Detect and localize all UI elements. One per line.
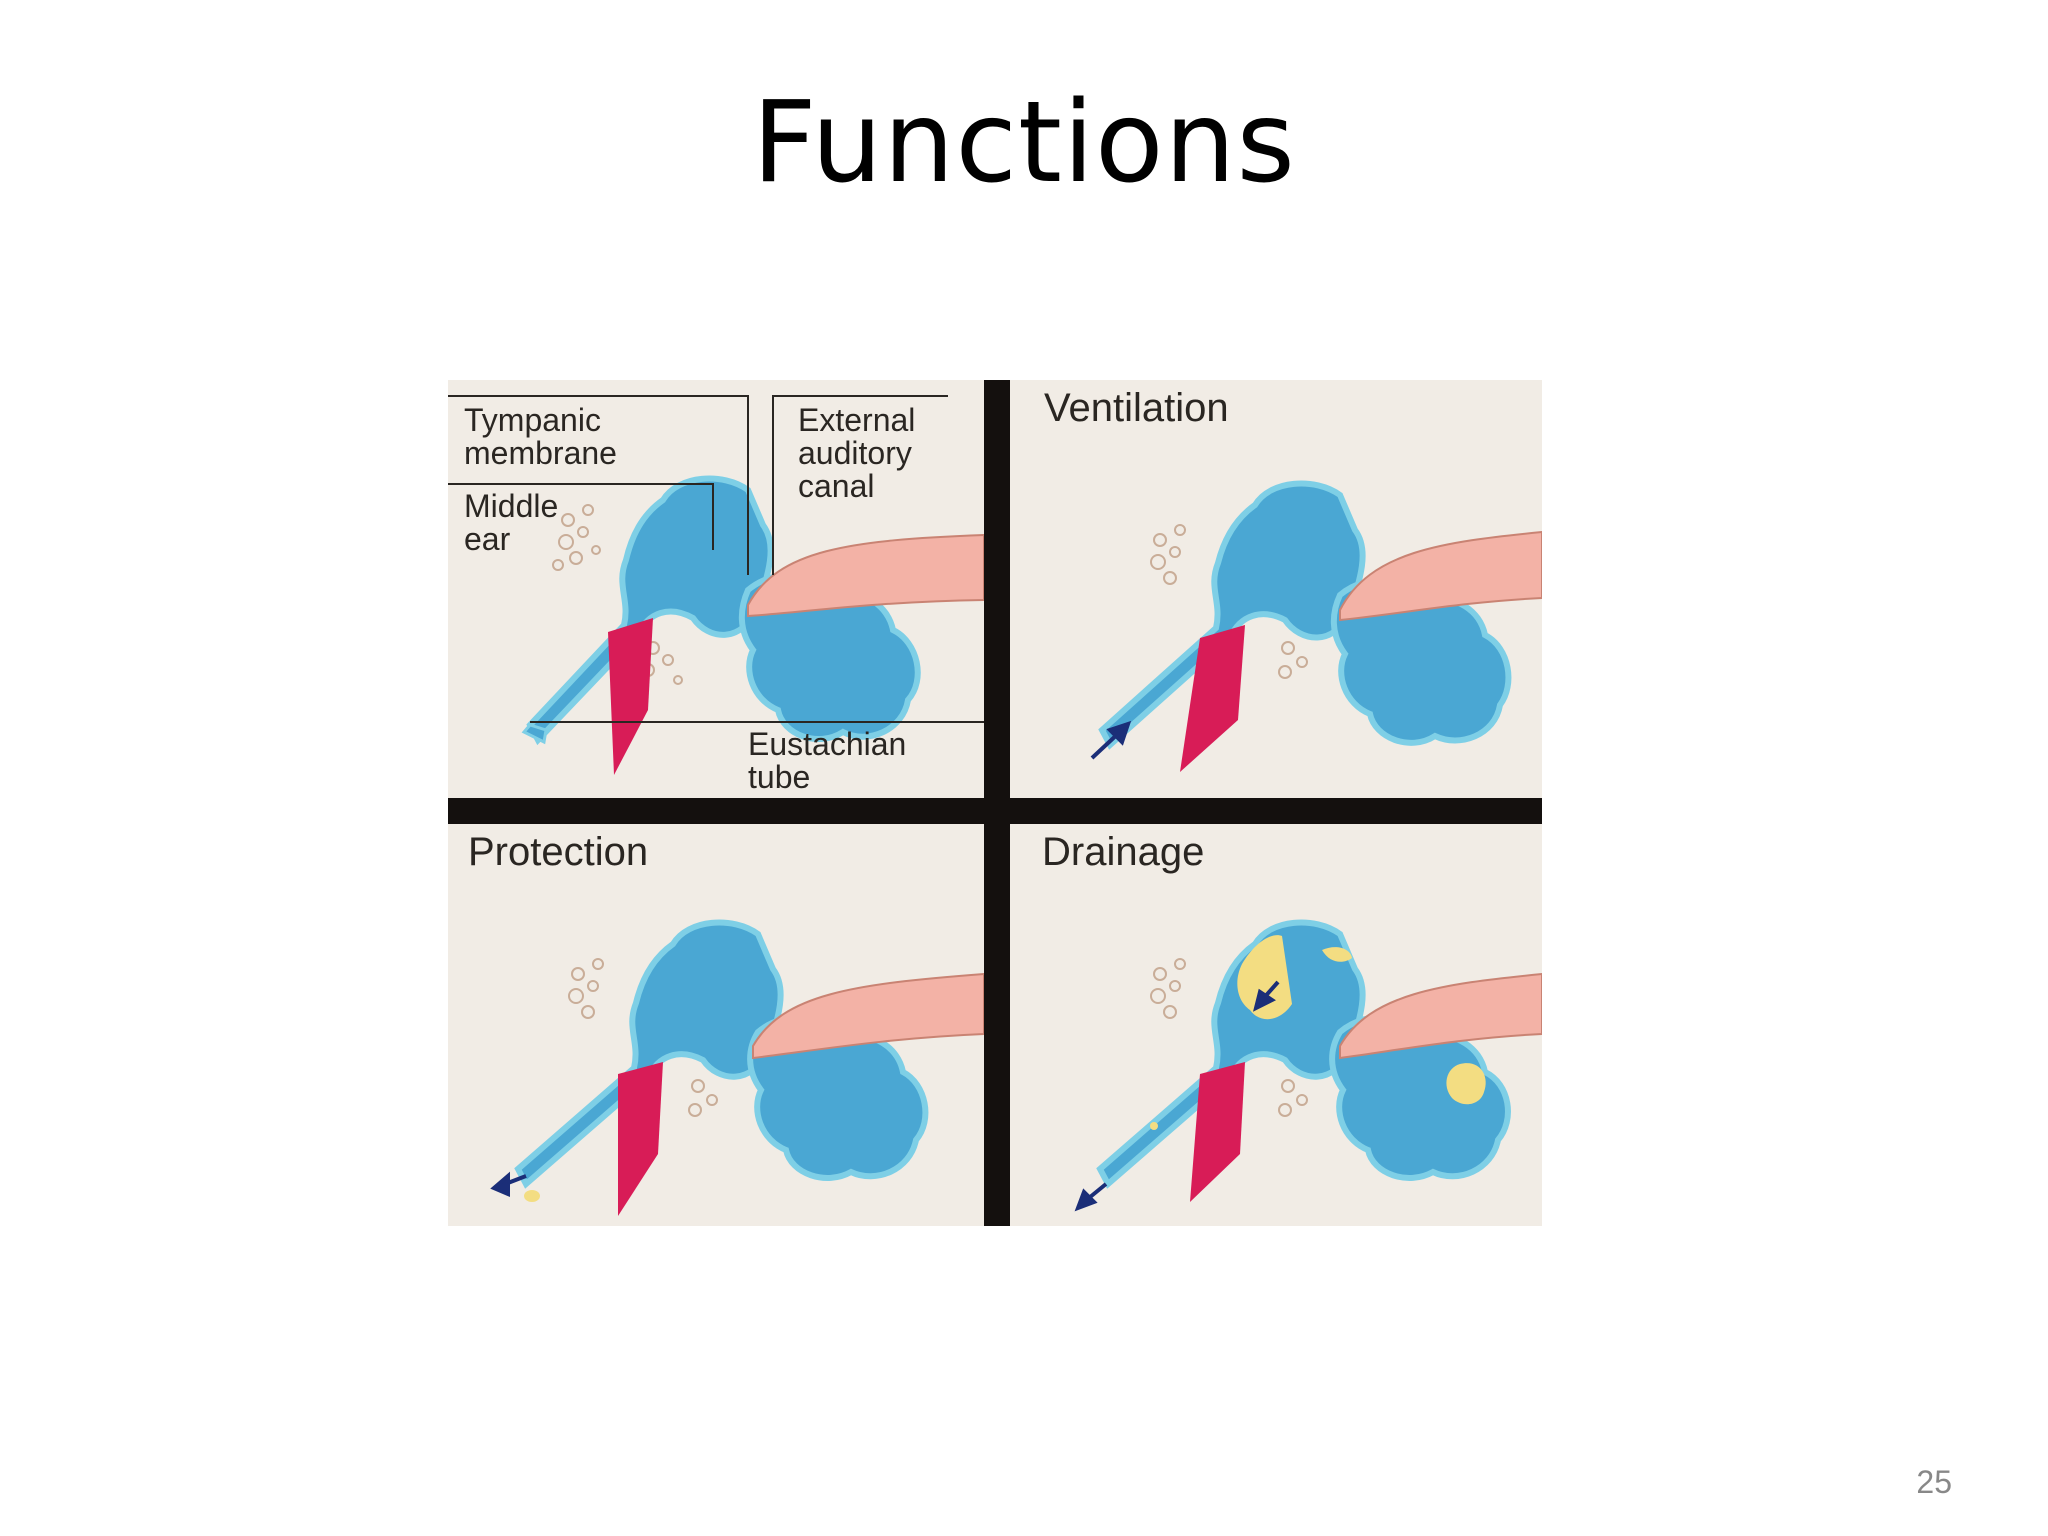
anatomy-drawing (448, 395, 984, 775)
external-auditory-canal (1339, 972, 1542, 1060)
leader-lines (448, 395, 984, 723)
protection-drawing (490, 919, 984, 1216)
label-external-auditory-canal: External auditory canal (798, 404, 915, 503)
tensor-veli-muscle (1180, 625, 1245, 772)
tensor-veli-muscle (608, 618, 653, 775)
middle-ear-cavity (1098, 480, 1366, 750)
ear-function-figure: Tympanic membrane Middle ear External au… (448, 380, 1542, 1226)
label-external-line1: External (798, 402, 916, 438)
middle-ear-fluid (1237, 935, 1292, 1020)
panel-title-protection: Protection (468, 830, 649, 874)
fluid-droplet (524, 1190, 540, 1202)
fluid-droplet (1150, 1122, 1158, 1130)
protection-arrows (490, 1171, 527, 1198)
panel-title-drainage: Drainage (1042, 830, 1205, 874)
external-auditory-canal (1339, 530, 1542, 622)
ventilation-drawing (1090, 480, 1542, 772)
tensor-veli-muscle (618, 1062, 663, 1216)
slide-title: Functions (752, 78, 1296, 208)
mastoid-fluid (1446, 1063, 1486, 1105)
bone-texture (1150, 958, 1308, 1117)
external-auditory-canal (747, 533, 984, 618)
label-middle-line1: Middle (464, 488, 559, 524)
label-eustachian-tube: Eustachian tube (748, 728, 906, 794)
label-tympanic-line1: Tympanic (464, 402, 601, 438)
eustachian-opening (521, 723, 548, 745)
panel-drainage: Drainage (1010, 824, 1542, 1226)
panel-title-ventilation: Ventilation (1044, 386, 1229, 430)
panel-anatomy: Tympanic membrane Middle ear External au… (448, 380, 984, 798)
label-middle-ear: Middle ear (464, 490, 558, 556)
middle-ear-cavity (526, 475, 774, 746)
drainage-arrows (1074, 980, 1280, 1212)
label-middle-line2: ear (464, 521, 511, 557)
panel-protection: Protection (448, 824, 984, 1226)
bone-texture (1150, 524, 1308, 679)
upper-fluid (1322, 947, 1352, 962)
external-auditory-canal (752, 972, 984, 1060)
label-eustachian-line2: tube (748, 759, 811, 795)
drainage-drawing (1074, 919, 1542, 1212)
middle-ear-cavity (514, 919, 784, 1189)
tensor-veli-muscle (1190, 1062, 1245, 1202)
label-external-line3: canal (798, 468, 875, 504)
label-external-line2: auditory (798, 435, 912, 471)
middle-ear-cavity (1096, 919, 1366, 1189)
label-tympanic-membrane: Tympanic membrane (464, 404, 617, 470)
label-tympanic-line2: membrane (464, 435, 617, 471)
bone-texture (568, 958, 718, 1117)
label-eustachian-line1: Eustachian (748, 726, 907, 762)
ventilation-arrow (1090, 720, 1132, 760)
panel-ventilation: Ventilation (1010, 380, 1542, 798)
page-number: 25 (1916, 1464, 1952, 1500)
